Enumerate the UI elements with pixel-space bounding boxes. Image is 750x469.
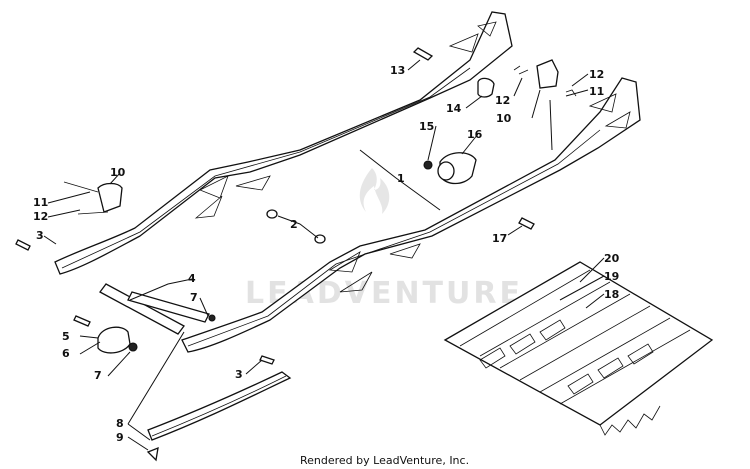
callout-11: 11 — [589, 85, 604, 98]
callout-14: 14 — [446, 102, 462, 115]
callout-9: 9 — [116, 431, 124, 444]
rail-rear — [54, 11, 513, 275]
callout-10: 10 — [496, 112, 512, 125]
callout-3: 3 — [235, 368, 243, 381]
track-20 — [443, 261, 714, 436]
callout-1: 1 — [397, 172, 405, 185]
callout-12: 12 — [589, 68, 604, 81]
callout-19: 19 — [604, 270, 619, 283]
callout-20: 20 — [604, 252, 620, 265]
callout-18: 18 — [604, 288, 619, 301]
leader-lines — [43, 59, 605, 451]
callout-5: 5 — [62, 330, 70, 343]
callout-7: 7 — [190, 291, 198, 304]
callout-2: 2 — [290, 218, 298, 231]
spacer-2 — [266, 209, 326, 244]
callouts: 1 2 3 3 4 5 6 7 7 8 9 10 10 11 11 12 12 … — [33, 64, 620, 444]
callout-15: 15 — [419, 120, 434, 133]
callout-12: 12 — [33, 210, 48, 223]
callout-6: 6 — [62, 347, 70, 360]
rear-wheel-6 — [73, 314, 216, 354]
callout-13: 13 — [390, 64, 405, 77]
cross-shaft-4 — [99, 283, 210, 335]
slide-8 — [146, 355, 292, 462]
watermark-flame-icon — [359, 168, 390, 214]
rail-front — [181, 77, 641, 353]
idler-wheel-16 — [423, 152, 535, 230]
callout-17: 17 — [492, 232, 507, 245]
callout-4: 4 — [188, 272, 196, 285]
rear-bracket-hardware — [412, 47, 577, 98]
callout-7: 7 — [94, 369, 102, 382]
footer-credit: Rendered by LeadVenture, Inc. — [300, 454, 469, 467]
callout-11: 11 — [33, 196, 48, 209]
callout-16: 16 — [467, 128, 483, 141]
callout-8: 8 — [116, 417, 124, 430]
callout-3: 3 — [36, 229, 44, 242]
callout-12: 12 — [495, 94, 510, 107]
callout-10: 10 — [110, 166, 126, 179]
front-bracket-hardware — [15, 181, 123, 251]
